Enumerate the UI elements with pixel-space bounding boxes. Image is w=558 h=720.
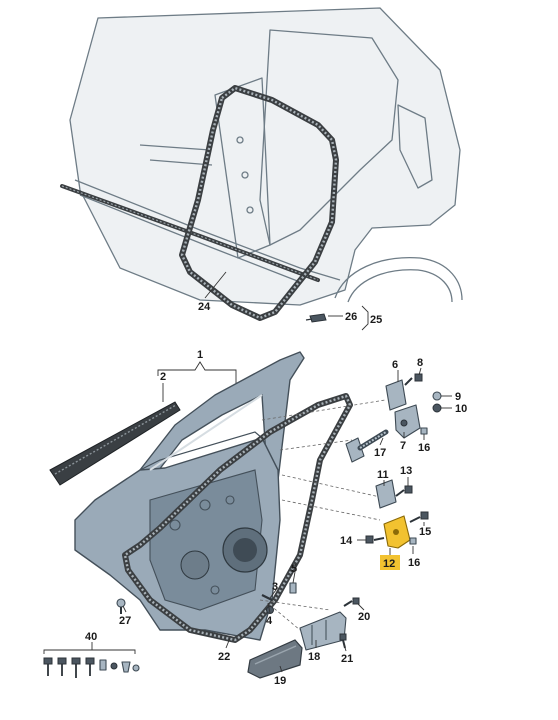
callout-16-lower: 16: [408, 557, 420, 569]
callout-27: 27: [119, 615, 131, 627]
callout-12-highlight-box: [380, 555, 400, 570]
callout-26: 26: [345, 311, 357, 323]
sill-strip: [60, 184, 320, 282]
bolt-3: [261, 594, 273, 601]
fastener-set-40: [43, 657, 140, 678]
door-opening-seal-24: [179, 85, 339, 321]
window-channel-strip-2: [49, 401, 181, 486]
cap-16-lower: [409, 537, 417, 545]
callout-40: 40: [85, 631, 97, 643]
callout-2: 2: [160, 371, 166, 383]
bolt-27: [116, 598, 126, 614]
handle-cover-19: [247, 639, 303, 679]
callout-5: 5: [291, 563, 297, 575]
callout-3: 3: [272, 581, 278, 593]
callout-4: 4: [266, 615, 273, 627]
callout-20: 20: [358, 611, 370, 623]
callout-19: 19: [274, 675, 286, 687]
lower-hinge-12-highlighted: [383, 515, 411, 549]
callout-15: 15: [419, 526, 431, 538]
callout-6: 6: [392, 359, 398, 371]
callout-25: 25: [370, 314, 382, 326]
bolt-8: [404, 373, 423, 386]
bolt-15: [409, 511, 429, 523]
washer-9: [432, 391, 442, 401]
vehicle-body-outline: [69, 7, 463, 306]
callout-13: 13: [400, 465, 412, 477]
callout-8: 8: [417, 357, 423, 369]
door-check-17: [345, 429, 389, 463]
lock-bracket-18: [299, 611, 347, 651]
callout-24: 24: [198, 301, 211, 313]
callout-1: 1: [197, 349, 203, 361]
callout-10: 10: [455, 403, 467, 415]
callout-21: 21: [341, 653, 353, 665]
bolt-14: [365, 535, 385, 544]
callout-9: 9: [455, 391, 461, 403]
door-shell-1: [74, 351, 305, 641]
upper-hinge-6-7: [385, 379, 421, 439]
nut-10: [432, 403, 442, 413]
callout-16-upper: 16: [418, 442, 430, 454]
callout-7: 7: [400, 440, 406, 452]
nut-4: [266, 606, 274, 614]
clip-26: [305, 313, 327, 323]
screw-20: [343, 597, 360, 607]
callout-17: 17: [374, 447, 386, 459]
alignment-dashed-lines: [259, 399, 386, 631]
bolt-13: [395, 485, 413, 497]
lower-hinge-11: [375, 479, 397, 509]
pin-5: [289, 582, 297, 594]
callout-11: 11: [377, 469, 389, 481]
cap-16-upper: [420, 427, 428, 435]
callout-18: 18: [308, 651, 320, 663]
callout-22: 22: [218, 651, 230, 663]
callout-12: 12: [383, 558, 395, 570]
callout-14: 14: [340, 535, 353, 547]
door-seal-22: [122, 393, 353, 643]
